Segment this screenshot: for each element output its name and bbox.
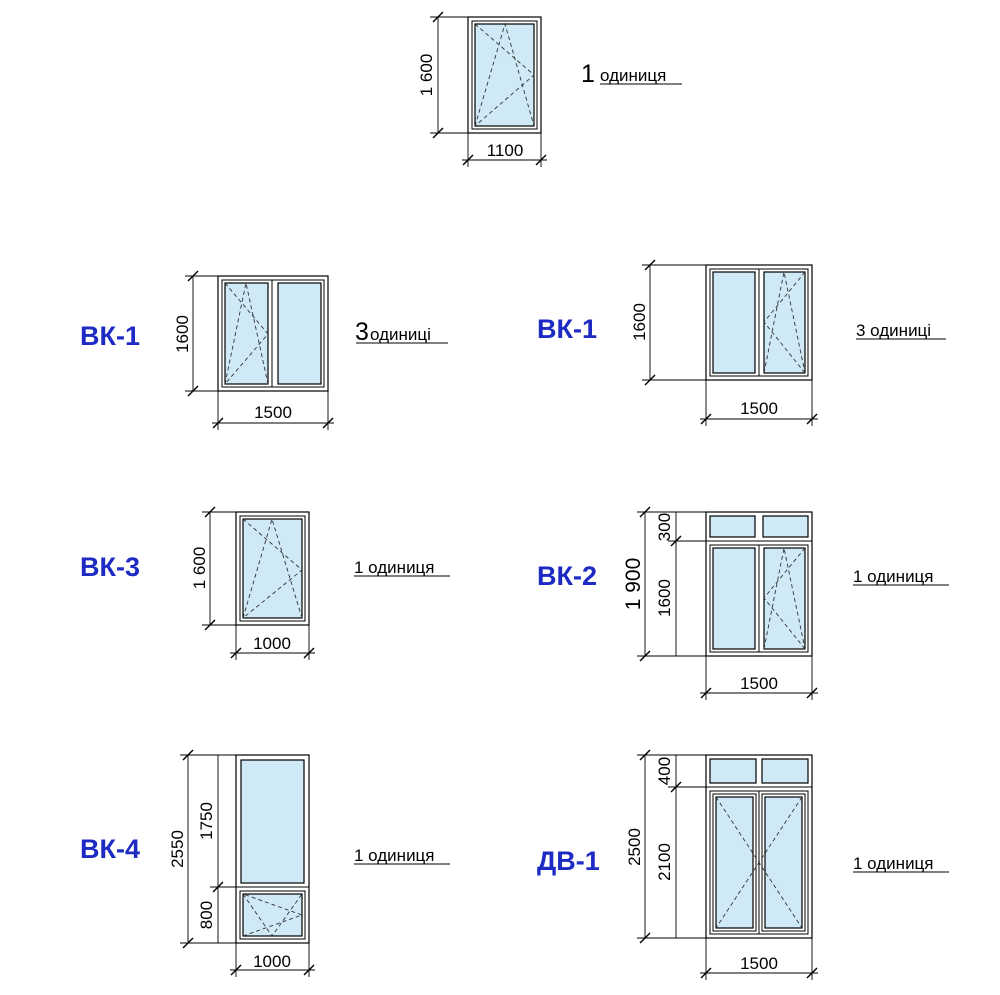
vk2-bottom-height-label: 1600: [655, 579, 674, 617]
vk1-left-qty-number: 3: [355, 318, 369, 346]
vk4-label: ВК-4: [80, 834, 140, 864]
vk4-bottom-height-label: 800: [197, 901, 216, 929]
vk3-height-label: 1 600: [190, 547, 209, 590]
dv1-label: ДВ-1: [537, 846, 600, 876]
vk1-left-height-label: 1600: [173, 315, 192, 353]
dv1-total-height-label: 2500: [625, 828, 644, 866]
vk4-total-height-label: 2550: [168, 830, 187, 868]
vk1-right-label: ВК-1: [537, 314, 597, 344]
window-vk1-right: ВК-1 1600 1500 3 одиниці: [537, 259, 946, 426]
window-vk4: ВК-4 2550 1750 800 1000 1 одиниця: [80, 749, 450, 977]
door-dv1: ДВ-1 2500 400 2100 1500 1 одиниця: [537, 749, 949, 980]
vk1-right-height-label: 1600: [630, 303, 649, 341]
vk3-qty: 1 одиниця: [354, 558, 435, 577]
dv1-top-height-label: 400: [655, 757, 674, 785]
vk2-top-height-label: 300: [655, 513, 674, 541]
dv1-bottom-height-label: 2100: [655, 843, 674, 881]
vk3-width-label: 1000: [253, 634, 291, 653]
window-top: 1 600 1100 1 одиниця: [417, 11, 682, 167]
vk3-label: ВК-3: [80, 552, 140, 582]
vk1-left-width-label: 1500: [254, 403, 292, 422]
vk2-label: ВК-2: [537, 561, 597, 591]
window-vk1-left: ВК-1 1600 1500 3 одиниці: [80, 270, 448, 430]
top-width-label: 1100: [487, 141, 524, 160]
window-vk2: ВК-2 1 900 300 1600 1500 1 одиниця: [537, 506, 949, 700]
vk4-qty: 1 одиниця: [354, 846, 435, 865]
vk2-total-height-label: 1 900: [622, 558, 645, 611]
vk2-width-label: 1500: [740, 674, 778, 693]
dv1-qty: 1 одиниця: [853, 854, 934, 873]
top-qty-number: 1: [581, 60, 595, 88]
vk1-right-qty: 3 одиниці: [856, 321, 931, 340]
vk1-right-width-label: 1500: [740, 399, 778, 418]
top-qty-word: одиниця: [600, 66, 666, 85]
dv1-width-label: 1500: [740, 954, 778, 973]
vk4-top-height-label: 1750: [197, 802, 216, 840]
vk2-qty: 1 одиниця: [853, 567, 934, 586]
vk1-left-label: ВК-1: [80, 321, 140, 351]
vk1-left-qty-word: одиниці: [370, 325, 431, 344]
top-height-label: 1 600: [417, 54, 436, 97]
window-vk3: ВК-3 1 600 1000 1 одиниця: [80, 506, 450, 660]
vk4-width-label: 1000: [253, 952, 291, 971]
